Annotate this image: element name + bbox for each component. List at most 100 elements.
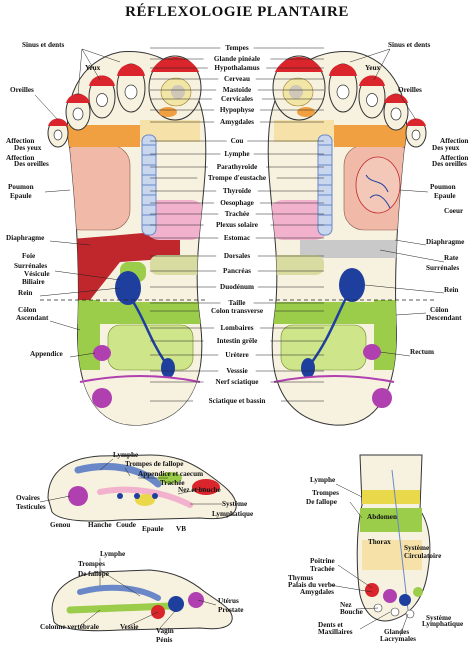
center-label: Trachée [225,210,250,218]
right-label: Affection [440,154,468,162]
center-label: Nerf sciatique [216,378,259,386]
right-big-toe [272,55,326,121]
inner-top-label: Epaule [142,525,164,533]
leader-line [197,599,217,606]
left-pancreas-zone [150,255,205,275]
leader-line [81,48,121,63]
right-label: Affection [440,137,468,145]
left-liver-zone [67,230,180,300]
right-label: Coeur [444,207,464,215]
center-label: Cou [231,137,244,145]
left-toe-2 [116,63,146,113]
inner-top-label: Nez et bouche [178,486,221,494]
inner-top-label: Appendice et caecum [138,470,203,478]
diagram-title: RÉFLEXOLOGIE PLANTAIRE [125,3,349,20]
center-label: Trompe d'eustache [208,174,266,182]
leader-line [364,284,445,294]
top-view-label: Thorax [368,538,391,546]
leader-line [399,613,409,637]
center-label: Urètere [225,351,248,359]
center-label: Estomac [224,234,251,242]
leader-line [335,483,363,498]
top-view-label: Nez [340,601,352,609]
right-neck-zone [274,120,334,142]
leader-line [399,189,429,193]
top-view-label: Palais du verbe [288,581,335,589]
center-label: Amygdales [220,118,254,126]
top-view-label: Lacrymales [380,635,416,643]
top-view-label: Système [404,544,429,552]
left-label: Côlon [18,306,36,314]
inner-foot-bottom [51,569,233,632]
left-toe-3 [88,75,116,119]
right-kidney [339,268,365,302]
top-view-label: Lymphe [310,476,335,484]
left-label: Appendice [30,350,63,358]
inner-bottom-label: Colonne vertébrale [40,623,99,631]
left-label: Poumon [8,183,34,191]
leader-line [49,320,81,331]
left-heel-zone [67,380,206,426]
top-view-label: Trachée [310,565,335,573]
center-label: Lymphe [224,150,249,158]
right-toe-2 [328,63,358,113]
right-label: Surrénales [426,264,459,272]
left-sciatic-nerve [79,375,201,383]
top-view-label: Maxillaires [318,628,353,636]
left-big-toe [148,55,202,121]
top-view-label: Abdomen [367,513,397,521]
left-label: Affection [6,154,34,162]
right-toe-3 [358,75,386,119]
right-label: Epaule [434,192,456,200]
left-label: Foie [22,252,35,260]
left-label: Affection [6,137,34,145]
inner-top-label: Coude [116,521,136,529]
leader-line [54,270,121,281]
center-label: Taille [229,299,246,307]
left-label: Oreilles [10,86,34,94]
leader-line [355,607,379,610]
center-label: Cervicales [221,95,253,103]
left-label: Epaule [10,192,32,200]
left-colon-zone [67,302,205,324]
center-label: Mastoïde [223,86,251,94]
leader-line [99,458,114,471]
right-shoulder-zone [334,125,407,147]
center-label: Cerveau [224,75,250,83]
right-colon-descendant [374,300,396,370]
leader-line [337,564,373,589]
leader-line [127,611,159,627]
leader-line [124,467,131,477]
top-view-label: Thymus [288,574,313,582]
top-view-foot [356,454,431,622]
leader-line [379,351,411,357]
right-small-intestine-zone [280,324,367,371]
inner-top-label: Hanche [88,521,112,529]
inner-top-label: Trompes de fallope [125,460,183,468]
center-label: Duodénum [220,283,254,291]
top-view-label: Bouche [340,608,363,616]
top-view-label: Glandes [384,628,409,636]
center-label: Lombaires [220,324,253,332]
center-label: Dorsales [224,252,251,260]
leader-line [373,48,391,81]
right-label: Rate [444,254,458,262]
leader-line [395,312,427,316]
left-bladder [161,358,175,378]
right-label: Rein [444,286,458,294]
left-sole [40,51,207,426]
right-label: Des oreilles [432,160,467,168]
inner-bottom-label: Pénis [156,636,173,644]
right-ureter [310,297,348,363]
leader-line [39,495,71,503]
leader-line [177,487,206,495]
center-label: Oesophage [220,199,254,207]
right-heart [355,156,401,214]
right-sciatic [372,388,392,408]
inner-bottom-label: Vessie [120,623,139,631]
